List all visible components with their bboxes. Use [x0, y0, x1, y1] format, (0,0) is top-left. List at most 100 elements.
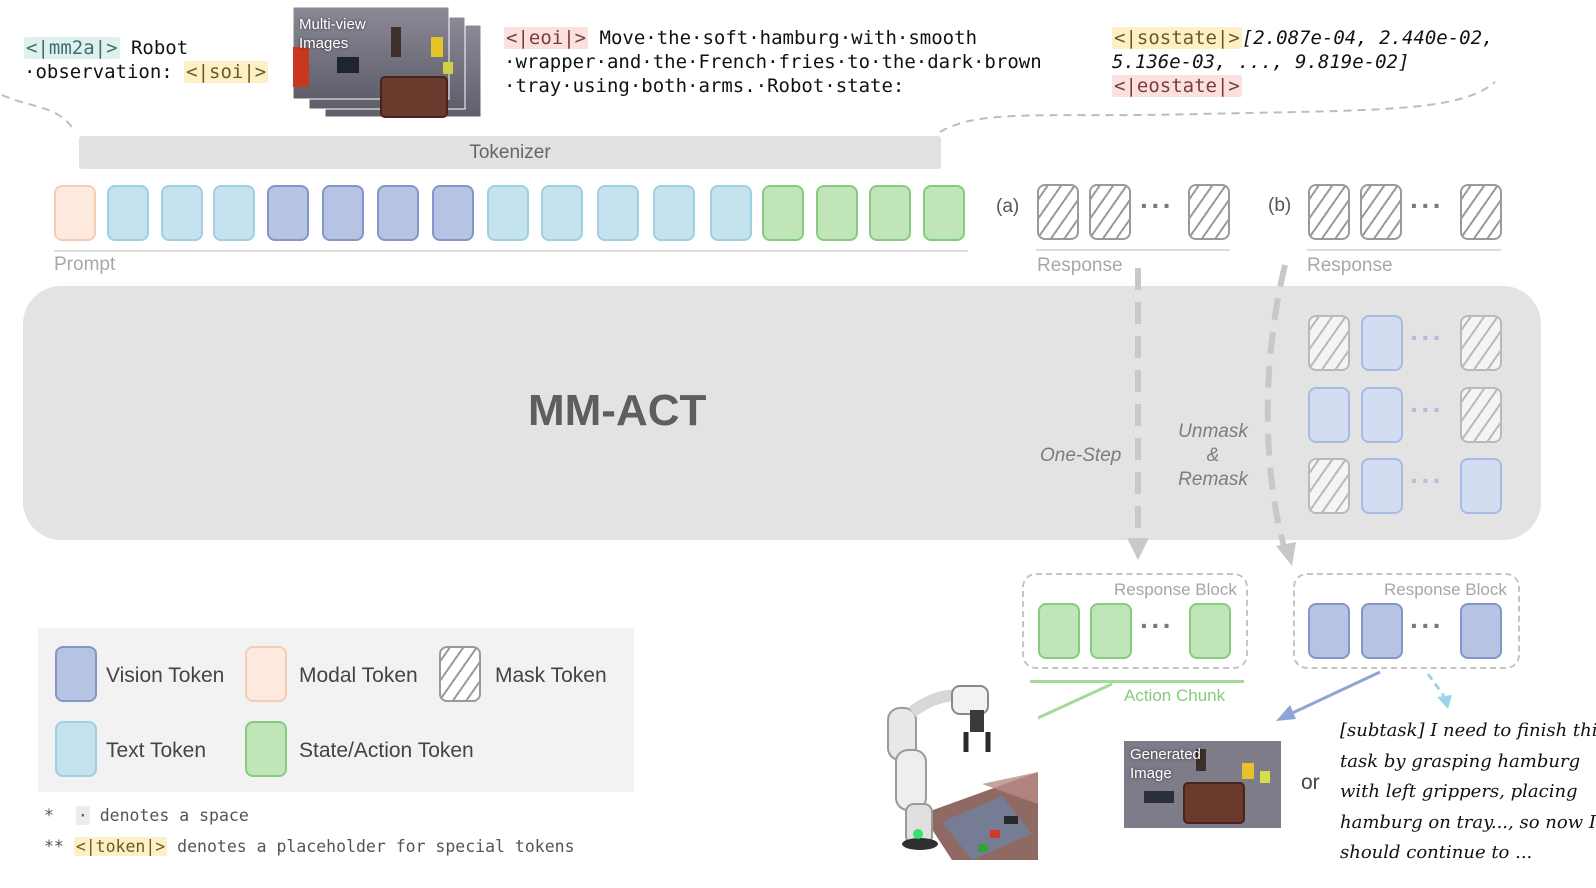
eoi-token: <|eoi|> — [504, 27, 589, 49]
legend-vision-label: Vision Token — [106, 664, 225, 687]
one-step-label: One-Step — [1040, 445, 1122, 466]
prompt-label: Prompt — [54, 254, 116, 275]
variant-a-label: (a) — [996, 196, 1020, 217]
mask-token — [1460, 315, 1502, 371]
state-token — [762, 185, 804, 241]
vision-token — [1361, 603, 1403, 659]
vision-token — [1361, 387, 1403, 443]
multiview-label: Multi-view Images — [299, 16, 366, 52]
generated-image-label: Generated Image — [1130, 746, 1201, 782]
response-block-b — [1293, 573, 1520, 669]
response-block-b-label: Response Block — [1384, 580, 1507, 599]
vision-token — [1460, 458, 1502, 514]
state-line1: [2.087e-04, 2.440e-02, — [1241, 27, 1494, 49]
legend-state-swatch — [245, 721, 287, 777]
footnote1-text: denotes a space — [89, 806, 249, 825]
text-token — [710, 185, 752, 241]
action-token — [1189, 603, 1231, 659]
vision-token — [1361, 458, 1403, 514]
instruction-line1: Move·the·soft·hamburg·with·smooth — [588, 27, 978, 49]
state-line2: 5.136e-03, ..., 9.819e-02] — [1112, 51, 1410, 73]
text-token — [213, 185, 255, 241]
prompt-text-left: <|mm2a|> Robot ·observation: <|soi|> — [24, 36, 269, 84]
legend-text-label: Text Token — [106, 739, 207, 762]
instruction-line2: ·wrapper·and·the·French·fries·to·the·dar… — [504, 51, 1042, 73]
ellipsis: ··· — [1410, 322, 1444, 353]
modal-token — [54, 185, 96, 241]
vision-token — [267, 185, 309, 241]
mask-token — [1308, 184, 1350, 240]
state-token — [816, 185, 858, 241]
mask-token — [1308, 458, 1350, 514]
response-a-label: Response — [1037, 255, 1123, 276]
observation-word: ·observation: — [24, 61, 185, 83]
state-token — [923, 185, 965, 241]
multiview-image-stack — [292, 6, 482, 118]
response-block-a-label: Response Block — [1114, 580, 1237, 599]
legend-mask-label: Mask Token — [495, 664, 607, 687]
or-label: or — [1301, 771, 1320, 794]
sostate-token: <|sostate|> — [1112, 27, 1242, 49]
legend: Vision Token Modal Token Mask Token Text… — [38, 628, 634, 792]
ellipsis: ··· — [1140, 190, 1174, 221]
legend-state-label: State/Action Token — [299, 739, 474, 762]
ellipsis: ··· — [1140, 610, 1174, 641]
mask-token — [1460, 387, 1502, 443]
action-token — [1038, 603, 1080, 659]
legend-text-swatch — [55, 721, 97, 777]
generated-image-scene — [1124, 741, 1281, 828]
vision-token — [322, 185, 364, 241]
robot-word: Robot — [119, 37, 189, 59]
footnote2-text: denotes a placeholder for special tokens — [167, 837, 575, 856]
footnote2-star: ** — [44, 837, 64, 856]
variant-b-label: (b) — [1268, 195, 1292, 216]
vision-token — [377, 185, 419, 241]
footnote-space: * · denotes a space — [44, 806, 249, 825]
ellipsis: ··· — [1410, 465, 1444, 496]
legend-mask-swatch — [439, 646, 481, 702]
legend-vision-swatch — [55, 646, 97, 702]
tokenizer-bar: Tokenizer — [79, 136, 941, 169]
mask-token — [1360, 184, 1402, 240]
prompt-brace — [1, 81, 1496, 133]
prompt-text-state: <|sostate|>[2.087e-04, 2.440e-02, 5.136e… — [1112, 26, 1494, 98]
prompt-underline — [54, 250, 968, 252]
vision-token — [1308, 603, 1350, 659]
vision-token — [1460, 603, 1502, 659]
legend-modal-label: Modal Token — [299, 664, 418, 687]
mask-token — [1460, 184, 1502, 240]
space-symbol: · — [75, 806, 90, 825]
placeholder-token: <|token|> — [73, 837, 168, 856]
instruction-line3: ·tray·using·both·arms.·Robot·state: — [504, 75, 905, 97]
text-token — [653, 185, 695, 241]
text-token — [597, 185, 639, 241]
action-token — [1090, 603, 1132, 659]
vision-token — [432, 185, 474, 241]
unmask-remask-label: Unmask & Remask — [1178, 421, 1248, 490]
text-token — [107, 185, 149, 241]
vision-token — [1361, 315, 1403, 371]
text-token — [541, 185, 583, 241]
mask-token — [1089, 184, 1131, 240]
generated-image: Generated Image — [1124, 741, 1281, 828]
robot-arm-photo — [882, 684, 1038, 860]
response-b-underline — [1307, 249, 1501, 251]
vision-token — [1308, 387, 1350, 443]
text-token — [161, 185, 203, 241]
soi-token: <|soi|> — [184, 61, 269, 83]
prompt-text-instruction: <|eoi|> Move·the·soft·hamburg·with·smoot… — [504, 26, 1042, 98]
response-block-a — [1022, 573, 1248, 669]
state-token — [869, 185, 911, 241]
footnote1-star: * — [44, 806, 54, 825]
legend-modal-swatch — [245, 646, 287, 702]
mask-token — [1308, 315, 1350, 371]
ellipsis: ··· — [1410, 394, 1444, 425]
mask-token — [1188, 184, 1230, 240]
mm-act-model-block — [23, 286, 1541, 540]
response-a-underline — [1036, 249, 1230, 251]
tokenizer-label: Tokenizer — [469, 142, 551, 163]
mm2a-token: <|mm2a|> — [24, 37, 120, 59]
mask-token — [1037, 184, 1079, 240]
eostate-token: <|eostate|> — [1112, 75, 1242, 97]
subtask-text: [subtask] I need to finish this task by … — [1340, 720, 1596, 863]
